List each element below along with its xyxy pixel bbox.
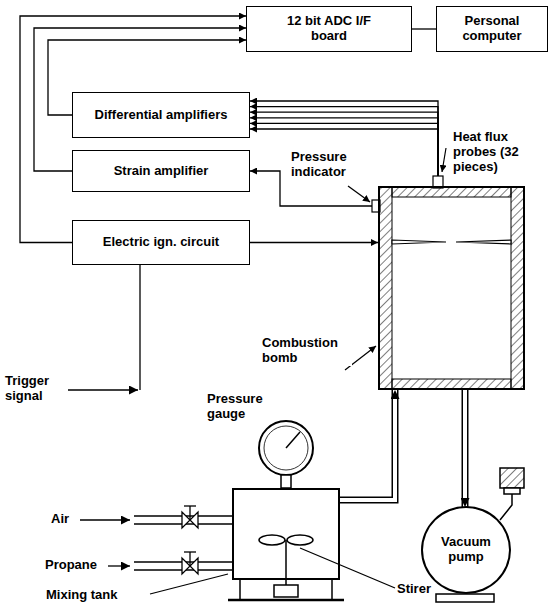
pipe (462, 390, 469, 507)
mixing-tank: Mixing tank (232, 488, 340, 580)
node-label: Electric ign. circuit (103, 235, 219, 250)
connector (340, 390, 395, 500)
ignition-box: Electric ign. circuit (72, 220, 250, 265)
part-label: Pressure indicator (290, 150, 372, 180)
signal-line (340, 390, 395, 500)
leader-lines (150, 148, 446, 594)
node-label: Combustion bomb (262, 336, 352, 366)
connector (412, 28, 436, 29)
part-label: Pressure gauge (206, 392, 272, 422)
computer-box: Personal computer (436, 6, 548, 52)
node-label: Personal computer (444, 14, 540, 44)
signal-line (412, 29, 436, 30)
combustion-bomb: Combustion bomb (378, 186, 525, 390)
node-label: Mixing tank (46, 588, 118, 603)
signal-line (250, 242, 378, 243)
node-label: Vacuum pump (435, 535, 497, 565)
pipe (463, 390, 467, 507)
node-label: Differential amplifiers (95, 108, 228, 123)
vacuum-pump: Vacuum pump (421, 506, 511, 594)
gas-lines (80, 516, 232, 570)
connector (464, 390, 465, 507)
connector (250, 242, 378, 243)
adc-board-box: 12 bit ADC I/F board (246, 6, 412, 52)
signal-line (465, 390, 466, 507)
stirrer (259, 535, 313, 585)
part-label: Heat flux probes (32 pieces) (452, 130, 552, 175)
pipe (340, 390, 395, 500)
electrodes (392, 240, 511, 244)
pipe (340, 390, 395, 500)
amplifier-box: Differential amplifiers (72, 92, 250, 138)
node-label: 12 bit ADC I/F board (286, 14, 372, 44)
bomb-walls (379, 187, 524, 389)
trigger-wire (66, 265, 140, 390)
part-label: Trigger signal (4, 374, 68, 404)
amplifier-box: Strain amplifier (72, 150, 250, 192)
part-label: Propane (44, 558, 98, 573)
part-label: Air (50, 512, 70, 527)
node-label: Strain amplifier (114, 164, 209, 179)
part-label: Stirer (396, 582, 432, 597)
pressure-gauge (259, 421, 313, 488)
valve-symbol (182, 506, 198, 574)
